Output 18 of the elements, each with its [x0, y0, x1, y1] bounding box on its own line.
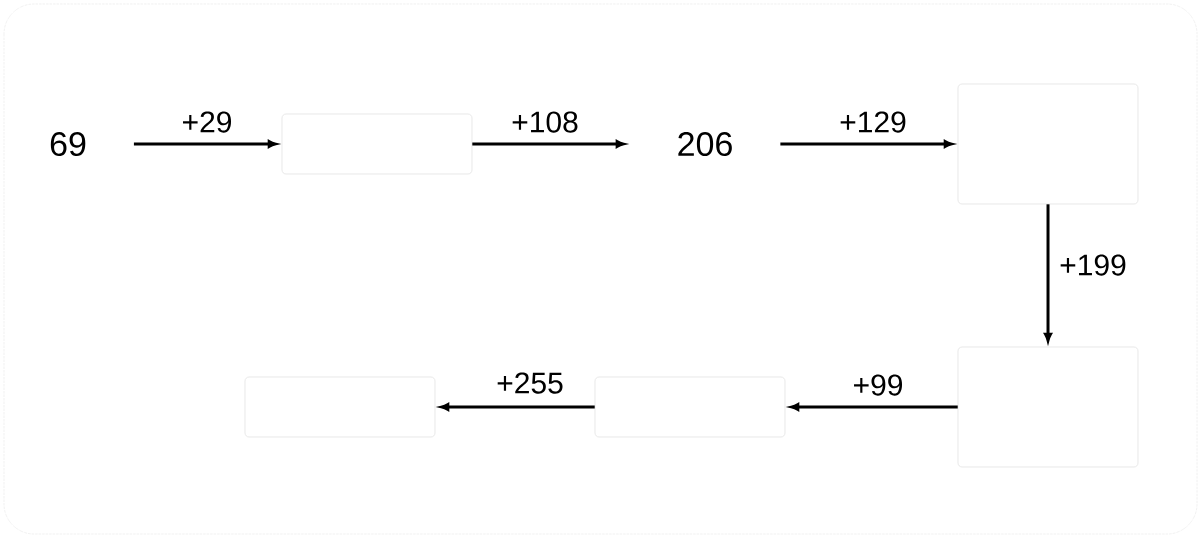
edge-label: +255 — [497, 372, 563, 394]
edge-label: +99 — [854, 374, 903, 396]
answer-space — [281, 113, 473, 175]
arrow — [439, 403, 595, 412]
number: 206 — [678, 131, 732, 157]
arrow — [1044, 204, 1053, 343]
answer-space — [957, 83, 1139, 205]
answer-space — [594, 376, 786, 438]
answer-space — [244, 376, 436, 438]
edge-label: +108 — [512, 111, 578, 133]
arrow — [780, 140, 954, 148]
arrow — [789, 403, 958, 412]
edge-label: +199 — [1060, 254, 1126, 276]
answer-space — [957, 346, 1139, 468]
number: 69 — [50, 131, 86, 157]
edge-label: +29 — [183, 111, 231, 133]
edge-label: +129 — [840, 111, 906, 133]
arrow — [133, 140, 278, 148]
